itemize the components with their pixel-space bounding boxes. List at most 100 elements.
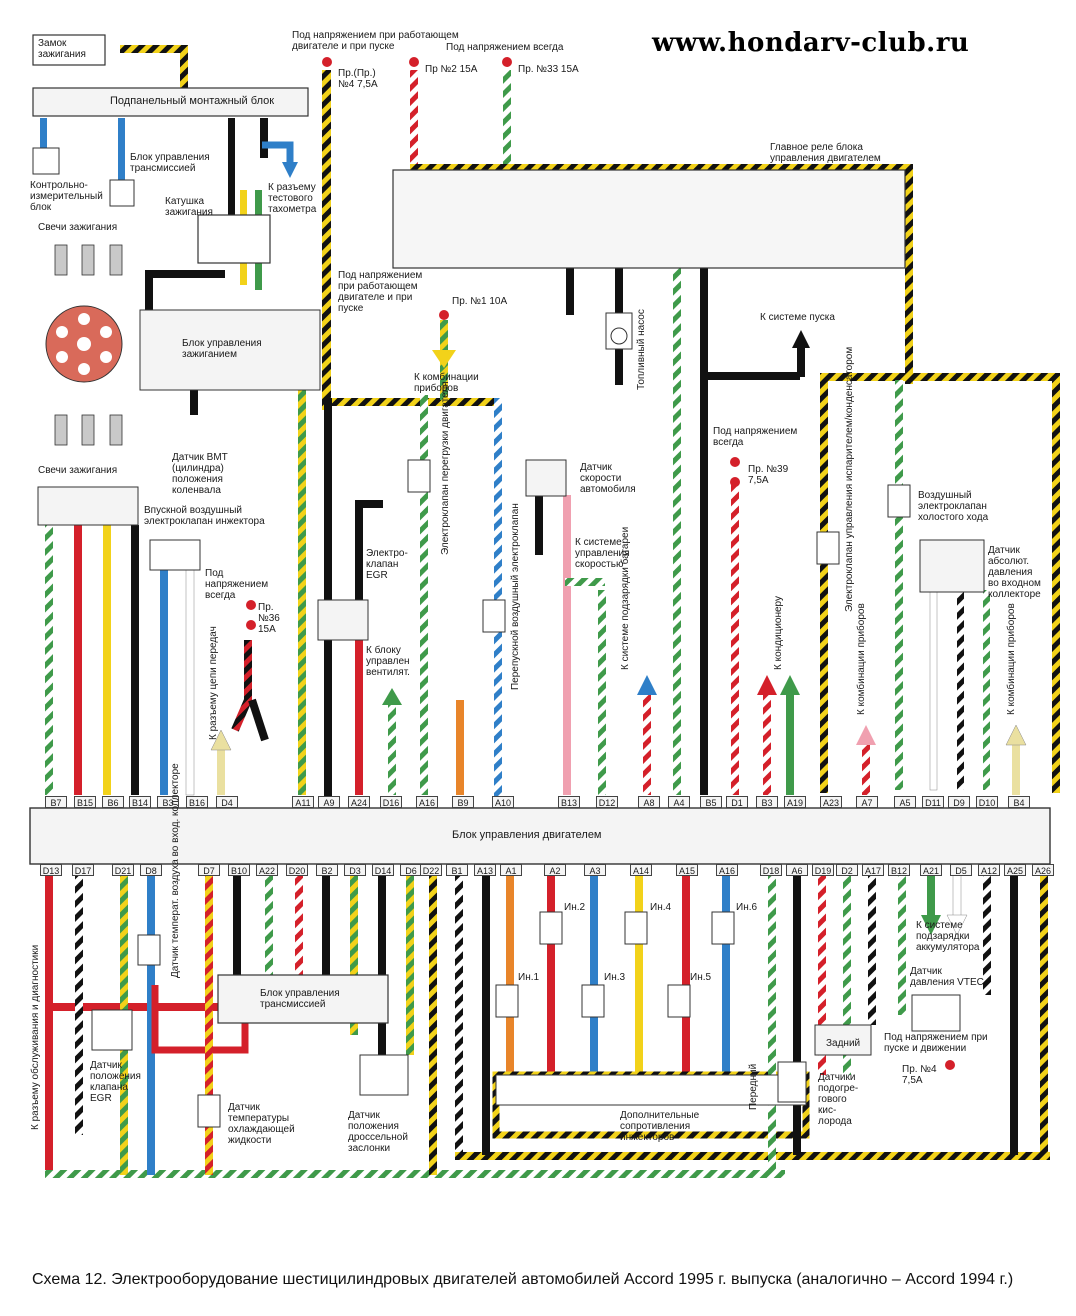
ecu-top-pin: D4 [216,796,238,808]
fuse-33-label: Пр. №33 15А [518,64,579,75]
ecu-bottom-pin: D13 [40,864,62,876]
hot-run-start-2-label: Под напряжением при работающем двигателе… [338,270,423,314]
ecu-top-pin: A23 [820,796,842,808]
ecu-bottom-pin: D18 [760,864,782,876]
front-o2-label: Передний [748,1063,759,1110]
ecu-bottom-pin: D20 [286,864,308,876]
ecu-top-pin: D10 [976,796,998,808]
center-wires [298,320,800,798]
ignition-control-label: Блок управления зажиганием [182,338,262,360]
ecu-top-pin: B3 [756,796,778,808]
ecu-top-pin: A19 [784,796,806,808]
spark-plugs-top-label: Свечи зажигания [38,222,118,233]
ignition-coil-label: Катушка зажигания [165,196,213,218]
injector-4-label: Ин.4 [650,902,672,913]
ecu-top-pin: B3 [157,796,179,808]
ecu-bottom-pin: A16 [716,864,738,876]
ecu-bottom-pin: A17 [862,864,884,876]
ecu-top-pin: D9 [948,796,970,808]
coolant-temp-sensor-label: Датчик температуры охлаждающей жидкости [228,1102,295,1146]
fuse-1-label: Пр. №1 10А [452,296,508,307]
ecu-top-pin: D16 [380,796,402,808]
ecu-bottom-pin: D17 [72,864,94,876]
spark-plugs-bottom-label: Свечи зажигания [38,465,118,476]
fuse-4b-label: Пр. №4 7,5А [902,1064,937,1086]
egr-position-sensor-label: Датчик положения клапана EGR [90,1060,141,1104]
to-cluster-label: К комбинации приборов [414,372,479,394]
ecu-top-pin: B5 [700,796,722,808]
fuel-pump-label: Топливный насос [636,309,647,390]
to-ac-label: К кондиционеру [773,595,784,670]
ecu-top-pin: A16 [416,796,438,808]
ecu-top-pin: B13 [558,796,580,808]
ecu-bottom-pin: D5 [950,864,972,876]
ecu-bottom-pin: A2 [544,864,566,876]
ecu-bottom-pin: D2 [836,864,858,876]
ecu-top-pin: B14 [129,796,151,808]
ecu-top-pin: A11 [292,796,314,808]
site-url: www.hondarv-club.ru [652,28,970,58]
ecu-bottom-pin: D7 [198,864,220,876]
ecu-bottom-pin: D3 [344,864,366,876]
ecu-bottom-pin: A21 [920,864,942,876]
hot-always-2-label: Под напряжением всегда [205,568,269,601]
ac-valve-label: Электроклапан управления испарителем/кон… [844,346,855,612]
ecu-bottom-pin: D21 [112,864,134,876]
fan-unit-label: К блоку управлен вентилят. [366,645,410,678]
to-charge-label: К системе подзарядки батареи [620,526,631,670]
ecu-bottom-pin: A13 [474,864,496,876]
fuse-2-label: Пр №2 15А [425,64,478,75]
right-loop-wires [820,373,1060,795]
ecu-top-pin: A8 [638,796,660,808]
intake-valve-label: Впускной воздушный электроклапан инжекто… [144,505,265,527]
ecu-bottom-pin: A25 [1004,864,1026,876]
ecu-bottom-pin: A12 [978,864,1000,876]
ecu-bottom-pin: D19 [812,864,834,876]
ecu-bottom-pin: A1 [500,864,522,876]
hot-always-label: Под напряжением всегда [446,42,564,53]
gear-connector-label: К разъему цепи передач [208,626,219,740]
tdc-sensor-label: Датчик ВМТ (цилиндра) положения коленвал… [172,452,228,496]
to-cluster-2-label: К комбинации приборов [1006,603,1017,715]
throttle-position-sensor-label: Датчик положения дроссельной заслонки [348,1110,408,1154]
components [29,34,1051,1128]
ecu-bottom-pin: A15 [676,864,698,876]
injector-2-label: Ин.2 [564,902,586,913]
ecu-bottom-pin: A6 [786,864,808,876]
ecu-top-pin: D11 [922,796,944,808]
fuse-39-label: Пр. №39 7,5А [748,464,789,486]
ecu-top-pin: A10 [492,796,514,808]
fuse-36-label: Пр. №36 15А [258,602,280,635]
trans-control-top-label: Блок управления трансмиссией [130,152,210,174]
ignition-switch-label: Замок зажигания [38,38,86,60]
o2-sensors-label: Датчики подогре- гового кис- лорода [818,1072,859,1127]
ecu-top-pin: A7 [856,796,878,808]
injector-3-label: Ин.3 [604,972,626,983]
hot-always-3-label: Под напряжением всегда [713,426,798,448]
ecu-top-pin: B4 [1008,796,1030,808]
map-sensor-label: Датчик абсолют. давления во входном колл… [988,545,1041,600]
hot-run-move-label: Под напряжением при пуске и движении [884,1032,988,1054]
overload-valve-label: Электроклапан перегрузки двигателя [440,381,451,555]
tacho-connector-label: К разъему тестового тахометра [268,182,317,215]
egr-valve-label: Электро- клапан EGR [366,548,408,581]
ecu-top-pin: D1 [726,796,748,808]
trans-control-label: Блок управления трансмиссией [260,988,340,1010]
under-dash-block-label: Подпанельный монтажный блок [110,95,275,107]
bypass-valve-label: Перепускной воздушный электроклапан [510,503,521,690]
instrument-block-label: Контрольно- измерительный блок [30,180,103,213]
injector-1-label: Ин.1 [518,972,540,983]
speed-sensor-label: Датчик скорости автомобиля [580,462,636,495]
ecu-bottom-pin: A22 [256,864,278,876]
ecu-bottom-pin: B1 [446,864,468,876]
ecu-top-pin: A5 [894,796,916,808]
hot-run-start-label: Под напряжением при работающем двигателе… [292,30,459,52]
ecu-bottom-pin: B10 [228,864,250,876]
injector-5-label: Ин.5 [690,972,712,983]
ecu-top-pin: B7 [45,796,67,808]
diag-connector-label: К разъему обслуживания и диагностики [30,944,41,1130]
ecu-top-pin: B9 [452,796,474,808]
ecu-top-pin: A4 [668,796,690,808]
ecu-bottom-pin: A3 [584,864,606,876]
ecu-bottom-pin: D14 [372,864,394,876]
